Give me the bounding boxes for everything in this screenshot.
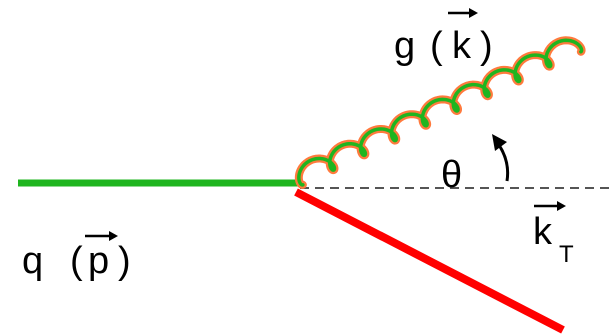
gluon-momentum: k xyxy=(452,25,472,67)
gluon-open-paren: ( xyxy=(430,25,443,67)
angle-arc xyxy=(492,134,510,182)
angle-theta-label: θ xyxy=(441,154,462,196)
quark-close-paren: ) xyxy=(118,240,131,282)
transverse-momentum-label: k T xyxy=(533,201,574,268)
vector-arrow-icon xyxy=(534,201,566,211)
quark-label: q ( p ) xyxy=(22,231,131,282)
vector-arrow-icon xyxy=(85,231,118,241)
transverse-momentum-symbol: k xyxy=(533,211,553,253)
transverse-momentum-subscript: T xyxy=(559,241,574,268)
vector-arrow-icon xyxy=(448,8,478,18)
quark-open-paren: ( xyxy=(70,240,83,282)
gluon-label: g ( k ) xyxy=(394,8,493,67)
angle-arc-curve xyxy=(497,144,510,182)
angle-arc-arrowhead xyxy=(492,134,507,151)
gluon-symbol: g xyxy=(394,25,415,67)
outgoing-quark-line xyxy=(294,188,565,334)
gluon-spring xyxy=(294,36,586,189)
gluon-spring-inner-coil xyxy=(297,38,584,187)
gluon-close-paren: ) xyxy=(480,25,493,67)
quark-momentum: p xyxy=(88,240,109,282)
quark-symbol: q xyxy=(22,240,43,282)
